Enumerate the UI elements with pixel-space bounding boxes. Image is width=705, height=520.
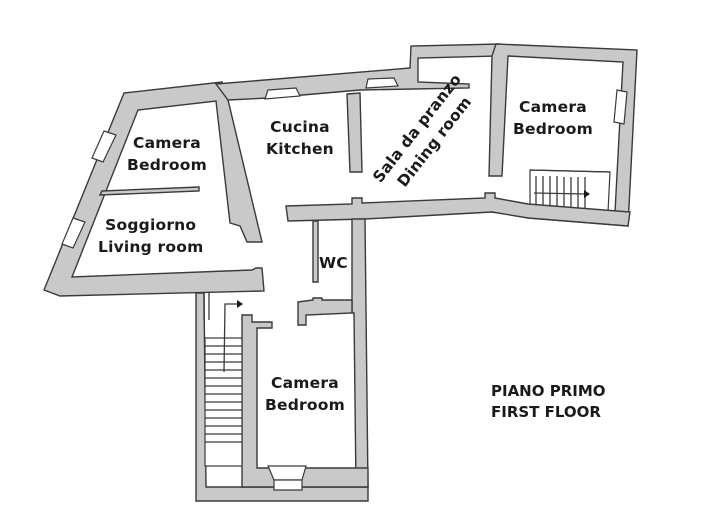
room-name-en: Kitchen	[266, 140, 334, 158]
north-windows	[264, 77, 399, 100]
room-name-en: Bedroom	[265, 396, 345, 414]
north-walls	[214, 43, 501, 173]
central-walls	[285, 192, 631, 489]
room-label-living-room: Soggiorno Living room	[98, 214, 203, 258]
south-window	[267, 465, 307, 491]
room-label-bedroom-east: Camera Bedroom	[513, 96, 593, 140]
floor-label: PIANO PRIMO FIRST FLOOR	[491, 381, 606, 423]
room-name-it: Cucina	[270, 118, 330, 136]
east-block-walls	[488, 43, 638, 227]
room-name-it: Camera	[133, 134, 201, 152]
room-label-bedroom-south: Camera Bedroom	[265, 372, 345, 416]
west-wing-walls	[43, 81, 265, 297]
room-name-it: Camera	[271, 374, 339, 392]
room-name-en: Bedroom	[513, 120, 593, 138]
staircase-west	[203, 293, 243, 467]
room-label-wc: WC	[319, 252, 348, 274]
floor-name-it: PIANO PRIMO	[491, 382, 606, 400]
room-name-it: Camera	[519, 98, 587, 116]
room-label-kitchen: Cucina Kitchen	[266, 116, 334, 160]
room-name-it: Soggiorno	[105, 216, 197, 234]
room-label-bedroom-west: Camera Bedroom	[127, 132, 207, 176]
room-name-it: WC	[319, 254, 348, 272]
staircase-east	[529, 169, 611, 213]
west-windows	[61, 130, 117, 249]
room-name-en: Living room	[98, 238, 204, 256]
room-name-en: Bedroom	[127, 156, 207, 174]
floor-name-en: FIRST FLOOR	[491, 403, 601, 421]
